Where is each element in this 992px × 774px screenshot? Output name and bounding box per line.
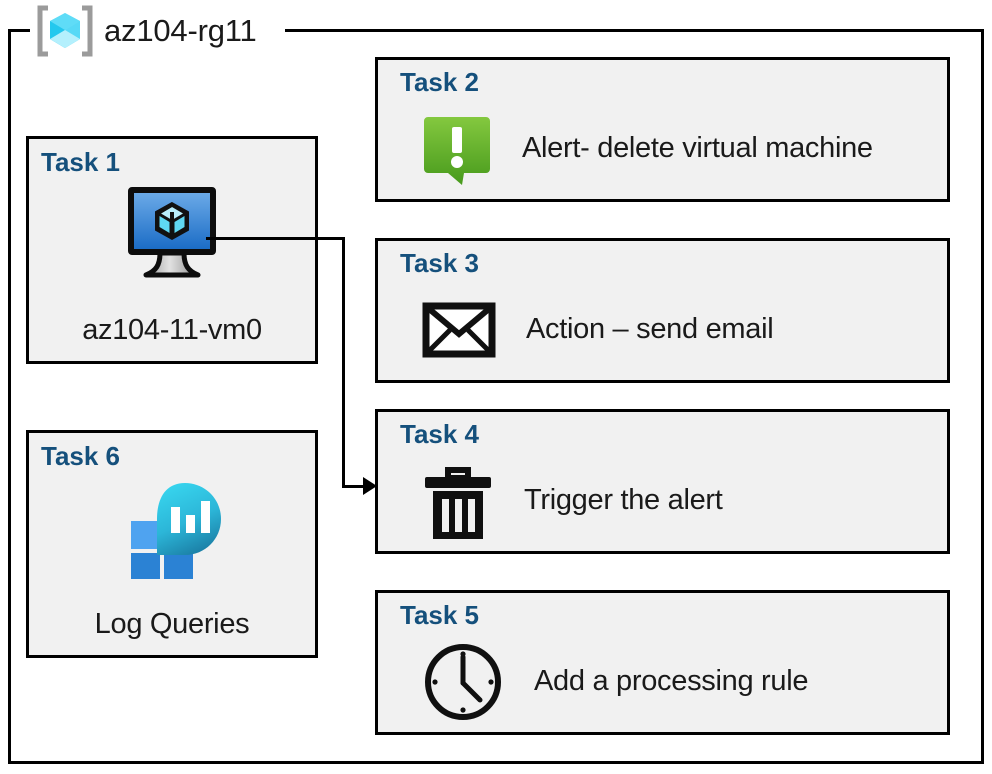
card-task-1[interactable]: Task 1 — [26, 136, 318, 364]
task-5-content: Add a processing rule — [422, 637, 937, 726]
connector-arrow-head-icon — [363, 477, 377, 495]
envelope-icon — [422, 302, 496, 358]
task-1-caption: az104-11-vm0 — [82, 314, 262, 346]
resource-group-boundary — [8, 31, 984, 764]
task-4-caption: Trigger the alert — [524, 484, 723, 516]
connector-segment-horizontal-top — [206, 237, 345, 240]
task-1-label: Task 1 — [41, 147, 121, 177]
resource-group-name: az104-rg11 — [104, 13, 257, 48]
trash-can-icon — [422, 460, 494, 542]
resource-group-border-top-right — [285, 29, 984, 32]
task-3-label: Task 3 — [400, 248, 480, 278]
task-6-label: Task 6 — [41, 441, 121, 471]
connector-segment-vertical — [342, 237, 345, 487]
card-task-2[interactable]: Task 2 Alert- delete virtual machine — [375, 57, 950, 202]
virtual-machine-icon — [126, 185, 218, 285]
task-4-content: Trigger the alert — [422, 456, 937, 545]
clock-icon — [422, 641, 504, 723]
task-5-label: Task 5 — [400, 600, 480, 630]
task-6-content: Log Queries — [29, 479, 315, 649]
connector-segment-horizontal-bottom — [342, 485, 366, 488]
resource-group-border-top-left — [8, 29, 38, 32]
resource-group-icon — [36, 5, 94, 57]
card-task-3[interactable]: Task 3 Action – send email — [375, 238, 950, 383]
card-task-6[interactable]: Task 6 — [26, 430, 318, 658]
task-5-caption: Add a processing rule — [534, 665, 809, 697]
log-queries-icon — [117, 479, 227, 579]
alert-exclamation-icon — [422, 111, 492, 187]
task-3-caption: Action – send email — [526, 313, 774, 345]
task-3-content: Action – send email — [422, 285, 937, 374]
task-6-caption: Log Queries — [94, 608, 250, 640]
card-task-5[interactable]: Task 5 Add a processing rule — [375, 590, 950, 735]
task-4-label: Task 4 — [400, 419, 480, 449]
task-1-content: az104-11-vm0 — [29, 185, 315, 355]
card-task-4[interactable]: Task 4 Trigger the alert — [375, 409, 950, 554]
resource-group-header: az104-rg11 — [30, 2, 263, 60]
task-2-caption: Alert- delete virtual machine — [522, 132, 873, 164]
task-2-label: Task 2 — [400, 67, 480, 97]
task-2-content: Alert- delete virtual machine — [422, 104, 937, 193]
